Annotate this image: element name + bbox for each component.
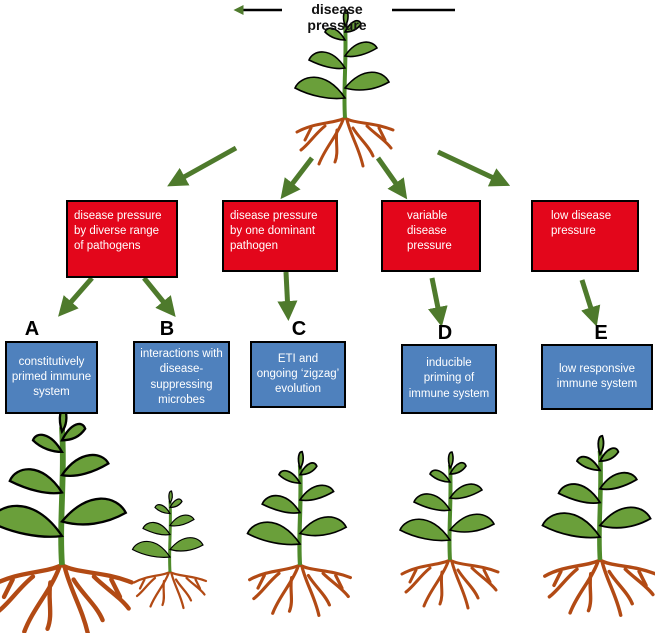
strategy-letter-a: A <box>24 318 40 340</box>
strategy-label: inducible priming of immune system <box>408 357 490 400</box>
condition-label: low disease pressure <box>551 210 612 238</box>
strategy-box-a: constitutively primed immune system <box>5 341 98 414</box>
condition-label: variable disease pressure <box>407 210 452 253</box>
strategy-box-d: inducible priming of immune system <box>401 344 497 414</box>
disease-pressure-title: disease pressure <box>307 1 367 33</box>
condition-box-variable: variable disease pressure <box>381 200 481 272</box>
strategy-letter-e: E <box>594 322 608 344</box>
condition-box-dominant: disease pressure by one dominant pathoge… <box>222 200 338 272</box>
condition-label: disease pressure by diverse range of pat… <box>74 210 162 253</box>
strategy-letter-c: C <box>291 318 307 340</box>
strategy-box-b: interactions with disease-suppressing mi… <box>133 341 230 414</box>
condition-box-low: low disease pressure <box>531 200 639 272</box>
strategy-label: ETI and ongoing ‘zigzag’ evolution <box>256 352 340 396</box>
strategy-box-c: ETI and ongoing ‘zigzag’ evolution <box>250 341 346 408</box>
strategy-label: interactions with disease-suppressing mi… <box>140 348 223 406</box>
strategy-label: constitutively primed immune system <box>11 355 92 399</box>
condition-box-diverse: disease pressure by diverse range of pat… <box>66 200 178 278</box>
strategy-box-e: low responsive immune system <box>541 344 653 410</box>
strategy-letter-d: D <box>437 322 453 344</box>
condition-label: disease pressure by one dominant pathoge… <box>230 210 318 253</box>
strategy-label: low responsive immune system <box>556 362 638 390</box>
strategy-letter-b: B <box>159 318 175 340</box>
